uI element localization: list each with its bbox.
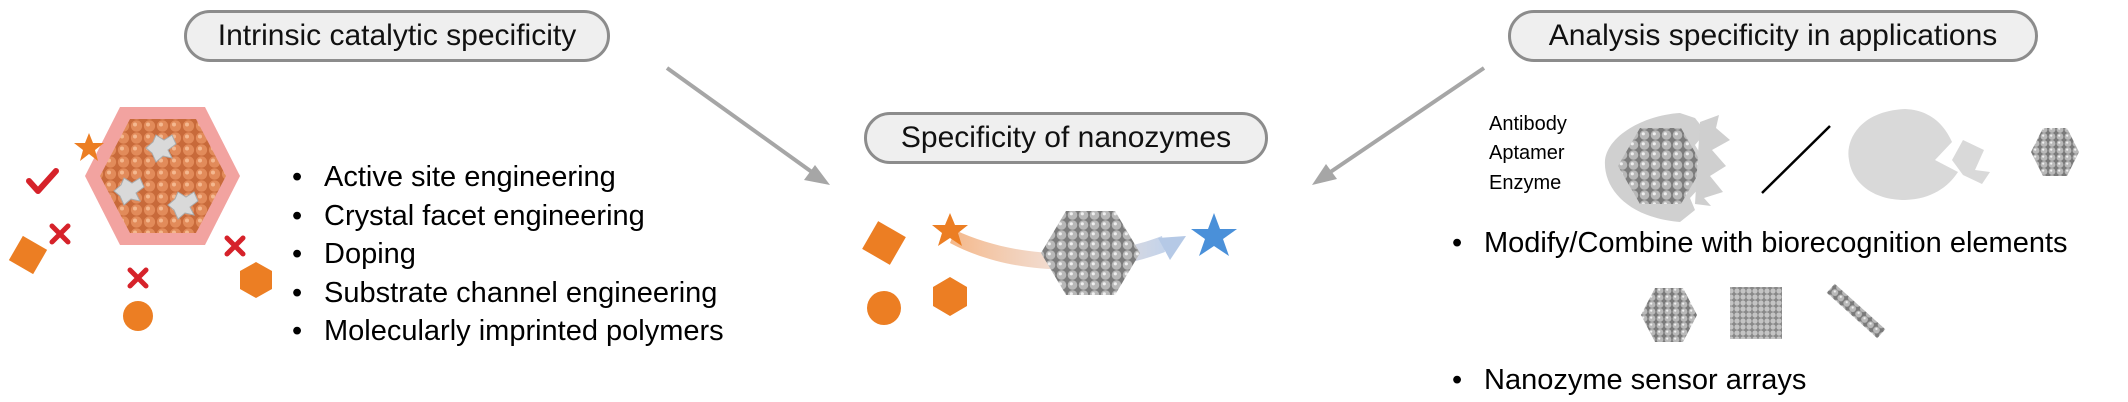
star-product <box>1191 213 1237 256</box>
square-substrate-rejected <box>8 235 48 275</box>
list-item: Doping <box>292 235 724 274</box>
nanozyme-lattice <box>100 119 226 233</box>
cross-icon <box>224 235 246 257</box>
list-item: Active site engineering <box>292 158 724 197</box>
star-substrate <box>932 213 968 246</box>
divider-slash <box>1761 125 1831 194</box>
check-icon <box>26 168 59 194</box>
cross-icon <box>127 267 149 289</box>
right-biorecognition-illustration <box>1604 109 2079 342</box>
bare-nanozyme <box>2031 128 2079 176</box>
application-strategy-sensor-arrays: Nanozyme sensor arrays <box>1452 364 1806 397</box>
enzyme-shape <box>1848 109 1958 200</box>
array-element-hexagon <box>1641 288 1697 342</box>
arrow-left-to-center <box>665 66 830 185</box>
active-site-pockets <box>113 134 199 220</box>
list-item: Crystal facet engineering <box>292 197 724 236</box>
label-aptamer: Aptamer <box>1489 142 1565 164</box>
label-antibody: Antibody <box>1489 113 1567 135</box>
left-nanozyme-illustration <box>8 107 272 331</box>
arrow-right-to-center <box>1312 66 1486 185</box>
center-nanozyme-lattice <box>1041 211 1140 295</box>
hexagon-substrate-rejected <box>240 262 272 298</box>
right-nanozyme-lattice <box>1618 128 1703 204</box>
square-substrate <box>862 221 906 265</box>
array-element-rod <box>1826 283 1886 339</box>
antigen-shape <box>1695 115 1730 206</box>
header-specificity-of-nanozymes: Specificity of nanozymes <box>864 112 1268 164</box>
array-element-cube <box>1730 287 1782 339</box>
circle-substrate-rejected <box>123 301 153 331</box>
center-nanozyme-illustration <box>862 211 1237 325</box>
circle-substrate <box>867 291 901 325</box>
intrinsic-strategy-list: Active site engineering Crystal facet en… <box>292 158 724 351</box>
hexagon-substrate <box>933 277 967 316</box>
list-item: Substrate channel engineering <box>292 274 724 313</box>
star-substrate-accepted <box>74 133 104 161</box>
substrate-fragment <box>1952 140 1990 184</box>
application-strategy-biorecognition: Modify/Combine with biorecognition eleme… <box>1452 227 2068 260</box>
cross-icon <box>49 223 71 245</box>
list-item: Molecularly imprinted polymers <box>292 312 724 351</box>
label-enzyme: Enzyme <box>1489 172 1562 194</box>
header-analysis-specificity: Analysis specificity in applications <box>1508 10 2038 62</box>
header-intrinsic-specificity: Intrinsic catalytic specificity <box>184 10 610 62</box>
